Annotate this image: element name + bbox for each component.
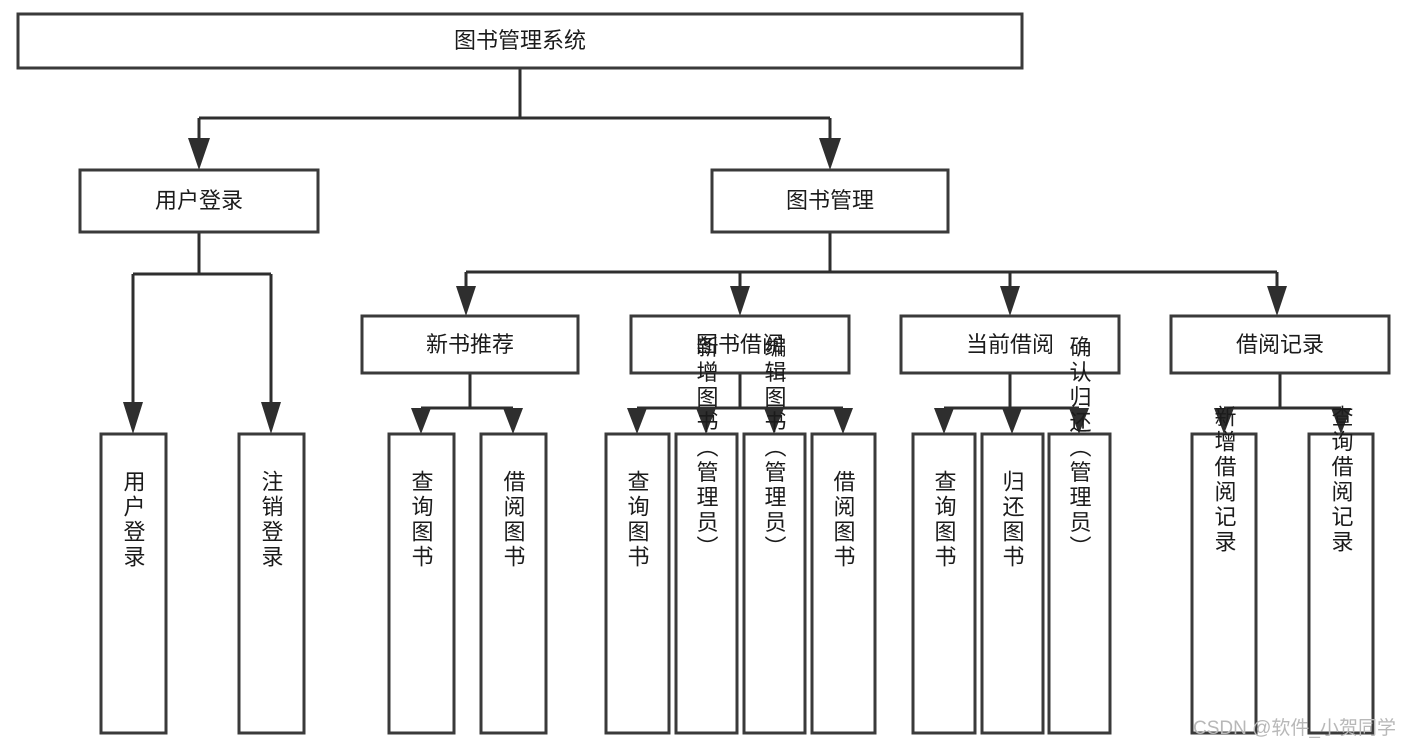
node-leaf-user-logout-box[interactable] — [237, 432, 306, 735]
node-leaf-confirm-return[interactable]: 确认归还（管理员） — [1047, 336, 1112, 735]
node-user-login[interactable]: 用户登录 — [78, 168, 320, 234]
arrow-head-leaf-query-book-2 — [627, 408, 647, 434]
node-leaf-query-book-2-box[interactable] — [604, 432, 671, 735]
node-leaf-query-record[interactable]: 查询借阅记录 — [1307, 405, 1375, 735]
node-leaf-query-book-2-label: 查询图书 — [625, 470, 650, 570]
node-leaf-add-book-box[interactable] — [674, 432, 739, 735]
node-leaf-user-login-label: 用户登录 — [121, 470, 146, 570]
connector-layer — [123, 68, 1351, 434]
node-leaf-query-book-3[interactable]: 查询图书 — [911, 432, 977, 735]
arrow-head-current-borrow — [1000, 286, 1020, 316]
arrow-head-leaf-borrow-book-1 — [503, 408, 523, 434]
node-book-management[interactable]: 图书管理 — [710, 168, 950, 234]
arrow-head-leaf-user-logout — [261, 402, 281, 434]
node-leaf-confirm-return-label: 确认归还（管理员） — [1067, 336, 1092, 561]
node-leaf-confirm-return-box[interactable] — [1047, 432, 1112, 735]
arrow-head-user-login — [188, 138, 210, 170]
node-leaf-edit-book[interactable]: 编辑图书（管理员） — [742, 336, 807, 735]
node-leaf-edit-book-box[interactable] — [742, 432, 807, 735]
arrow-head-leaf-borrow-book-2 — [833, 408, 853, 434]
node-borrow-record-label: 借阅记录 — [1236, 332, 1324, 357]
arrow-head-leaf-user-login — [123, 402, 143, 434]
node-book-borrow-label: 图书借阅 — [696, 332, 784, 357]
node-leaf-user-login[interactable]: 用户登录 — [99, 432, 168, 735]
node-leaf-query-book-1-box[interactable] — [387, 432, 456, 735]
node-borrow-record[interactable]: 借阅记录 — [1169, 314, 1391, 375]
node-user-login-box[interactable] — [78, 168, 320, 234]
node-current-borrow-label: 当前借阅 — [966, 332, 1054, 357]
node-leaf-query-book-1-label: 查询图书 — [409, 470, 434, 570]
node-book-borrow[interactable]: 图书借阅 — [629, 314, 851, 375]
arrow-head-leaf-query-book-1 — [411, 408, 431, 434]
node-leaf-query-book-3-box[interactable] — [911, 432, 977, 735]
node-book-management-box[interactable] — [710, 168, 950, 234]
node-new-book-recommend[interactable]: 新书推荐 — [360, 314, 580, 375]
node-leaf-query-book-3-label: 查询图书 — [932, 470, 957, 570]
node-leaf-borrow-book-1[interactable]: 借阅图书 — [479, 432, 548, 735]
node-leaf-borrow-book-2-label: 借阅图书 — [831, 470, 856, 570]
node-leaf-add-book-label: 新增图书（管理员） — [694, 336, 719, 561]
node-book-borrow-box[interactable] — [629, 314, 851, 375]
node-leaf-query-record-box[interactable] — [1307, 432, 1375, 735]
node-leaf-add-record-box[interactable] — [1190, 432, 1258, 735]
node-leaf-user-logout-label: 注销登录 — [259, 470, 284, 570]
node-leaf-borrow-book-2[interactable]: 借阅图书 — [810, 432, 877, 735]
node-current-borrow[interactable]: 当前借阅 — [899, 314, 1121, 375]
node-borrow-record-box[interactable] — [1169, 314, 1391, 375]
arrow-head-leaf-return-book — [1002, 408, 1022, 434]
node-current-borrow-box[interactable] — [899, 314, 1121, 375]
arrow-head-new-book-recommend — [456, 286, 476, 316]
node-leaf-user-logout[interactable]: 注销登录 — [237, 432, 306, 735]
node-leaf-borrow-book-2-box[interactable] — [810, 432, 877, 735]
node-leaf-query-book-2[interactable]: 查询图书 — [604, 432, 671, 735]
arrow-head-book-management — [819, 138, 841, 170]
arrow-head-leaf-query-record — [1331, 408, 1351, 434]
arrow-head-leaf-add-record — [1214, 408, 1234, 434]
node-root[interactable]: 图书管理系统 — [16, 12, 1024, 70]
node-leaf-add-record-label: 新增借阅记录 — [1212, 405, 1237, 555]
node-leaf-query-book-1[interactable]: 查询图书 — [387, 432, 456, 735]
node-new-book-recommend-label: 新书推荐 — [426, 332, 514, 357]
node-leaf-edit-book-label: 编辑图书（管理员） — [762, 336, 787, 561]
node-leaf-return-book-label: 归还图书 — [1000, 470, 1025, 570]
node-leaf-user-login-box[interactable] — [99, 432, 168, 735]
arrow-head-leaf-edit-book — [764, 408, 784, 434]
node-user-login-label: 用户登录 — [155, 188, 243, 213]
arrow-head-leaf-add-book — [696, 408, 716, 434]
node-new-book-recommend-box[interactable] — [360, 314, 580, 375]
node-leaf-borrow-book-1-box[interactable] — [479, 432, 548, 735]
node-leaf-return-book-box[interactable] — [980, 432, 1045, 735]
node-leaf-return-book[interactable]: 归还图书 — [980, 432, 1045, 735]
node-book-management-label: 图书管理 — [786, 188, 874, 213]
node-leaf-add-book[interactable]: 新增图书（管理员） — [674, 336, 739, 735]
arrow-head-book-borrow — [730, 286, 750, 316]
node-root-box[interactable] — [16, 12, 1024, 70]
node-leaf-add-record[interactable]: 新增借阅记录 — [1190, 405, 1258, 735]
arrow-head-leaf-confirm-return — [1069, 408, 1089, 434]
node-leaf-query-record-label: 查询借阅记录 — [1329, 405, 1354, 555]
watermark-label: CSDN @软件_小贺同学 — [1193, 717, 1396, 739]
node-root-label: 图书管理系统 — [454, 28, 586, 53]
node-leaf-borrow-book-1-label: 借阅图书 — [501, 470, 526, 570]
arrow-head-leaf-query-book-3 — [934, 408, 954, 434]
arrow-head-borrow-record — [1267, 286, 1287, 316]
